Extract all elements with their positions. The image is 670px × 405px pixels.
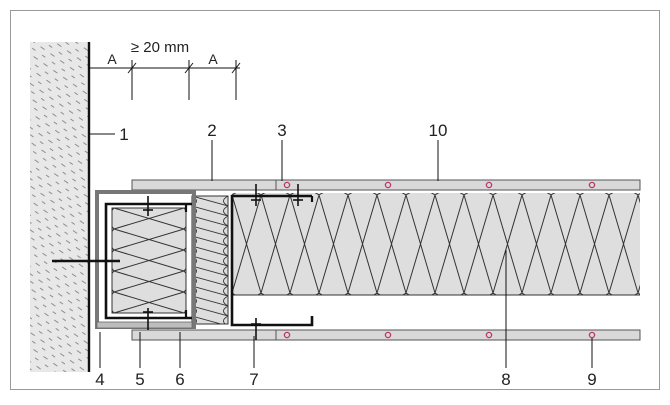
callout-5: 5 [135, 370, 144, 389]
fasteners [52, 184, 303, 340]
callout-10: 10 [429, 121, 448, 140]
leader-lines [89, 133, 593, 368]
main-insulation [232, 193, 640, 296]
dimension-mark-right: A [208, 51, 218, 67]
masonry-wall [30, 42, 88, 372]
callout-2: 2 [207, 121, 216, 140]
callout-7: 7 [249, 370, 258, 389]
main-c-profile [230, 194, 314, 327]
bottom-strip-board [96, 321, 193, 329]
dimension-label: ≥ 20 mm [131, 39, 189, 56]
callout-3: 3 [277, 121, 286, 140]
callout-8: 8 [501, 370, 510, 389]
callout-9: 9 [587, 370, 596, 389]
callout-4: 4 [95, 370, 104, 389]
dimension-group [89, 60, 241, 100]
box-insulation [111, 207, 187, 314]
callout-6: 6 [175, 370, 184, 389]
screw-marks [283, 181, 596, 339]
callout-1: 1 [119, 125, 128, 144]
insulation-strip [191, 195, 229, 325]
dimension-mark-left: A [107, 51, 117, 67]
